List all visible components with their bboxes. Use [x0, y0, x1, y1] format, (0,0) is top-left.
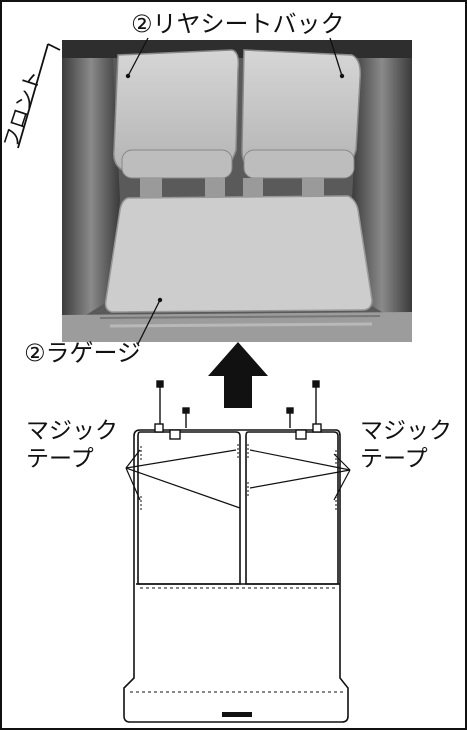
- arrow-up-icon: [208, 342, 268, 408]
- magic-tape-left-line2: テープ: [26, 446, 94, 472]
- velcro-markers: [140, 444, 337, 520]
- luggage-mat-drawing: [123, 429, 349, 723]
- leader-lines: [127, 37, 343, 345]
- magic-tape-right-line2: テープ: [360, 446, 428, 472]
- leader-dot: [157, 297, 163, 303]
- magic-tape-leaders: [125, 449, 351, 509]
- leader-dot: [339, 73, 345, 79]
- magic-tape-left-line1: マジック: [26, 418, 118, 444]
- magic-tape-right-line1: マジック: [360, 418, 452, 444]
- rear-seat-back-label: ②リヤシートバック: [131, 10, 345, 38]
- luggage-label: ②ラゲージ: [24, 339, 142, 367]
- leader-dot: [125, 73, 131, 79]
- mat-straps: [154, 380, 322, 440]
- cargo-photo: [62, 40, 412, 342]
- front-arrow-icon: [17, 43, 61, 149]
